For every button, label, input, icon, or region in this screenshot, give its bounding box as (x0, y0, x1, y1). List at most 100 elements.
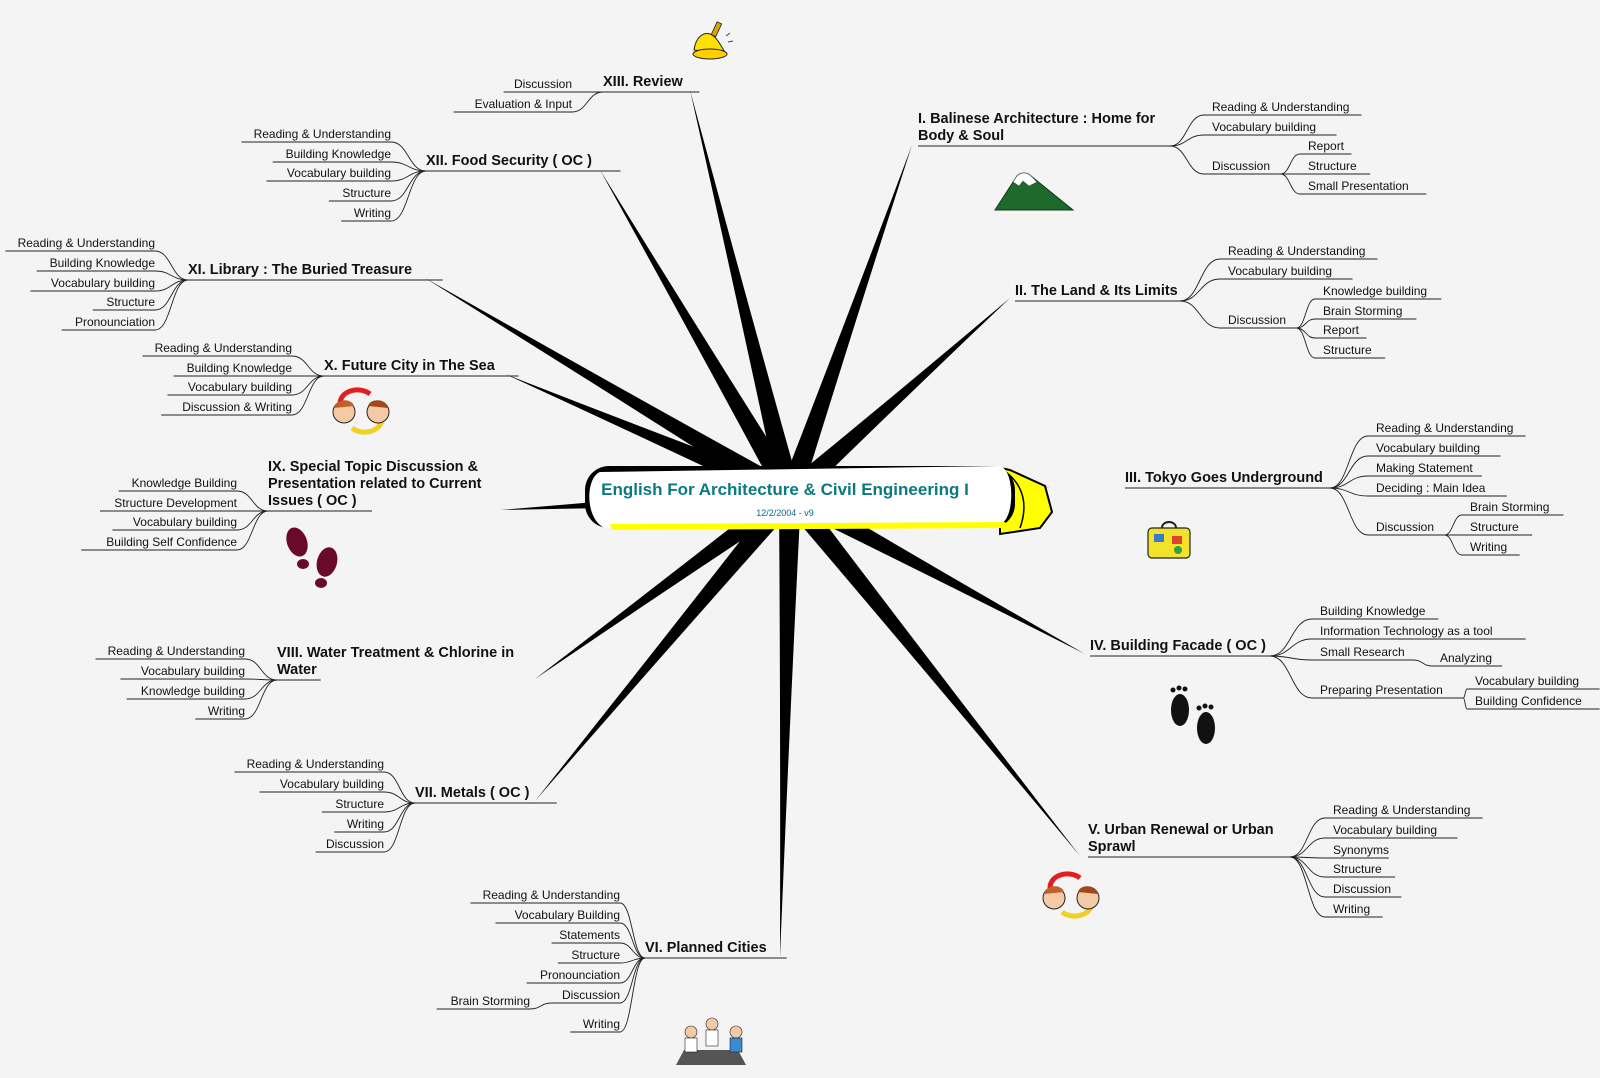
topic-4[interactable]: IV. Building Facade ( OC ) (1090, 638, 1266, 655)
central-topic-title: English For Architecture & Civil Enginee… (580, 480, 990, 500)
topic-3-item[interactable]: Discussion (1376, 520, 1434, 534)
topic-9-item[interactable]: Vocabulary building (133, 515, 237, 529)
topic-4-item[interactable]: Building Knowledge (1320, 604, 1425, 618)
topic-2-item[interactable]: Discussion (1228, 313, 1286, 327)
topic-3-item[interactable]: Making Statement (1376, 461, 1473, 475)
topic-12-item[interactable]: Reading & Understanding (254, 127, 391, 141)
topic-1-item[interactable]: Vocabulary building (1212, 120, 1316, 134)
topic-7-item[interactable]: Reading & Understanding (247, 757, 384, 771)
shoe-prints-icon (282, 524, 340, 588)
people-exchange-icon (1043, 874, 1099, 916)
topic-12-item[interactable]: Writing (354, 206, 391, 220)
topic-7-item[interactable]: Vocabulary building (280, 777, 384, 791)
topic-1[interactable]: I. Balinese Architecture : Home for Body… (918, 111, 1155, 145)
topic-8-item[interactable]: Knowledge building (141, 684, 245, 698)
child-line (120, 679, 277, 680)
topic-11-item[interactable]: Vocabulary building (51, 276, 155, 290)
topic-9-item[interactable]: Structure Development (114, 496, 237, 510)
topic-6-item[interactable]: Discussion (562, 988, 620, 1002)
topic-10-item[interactable]: Vocabulary building (188, 380, 292, 394)
topic-8[interactable]: VIII. Water Treatment & Chlorine in Wate… (277, 645, 514, 679)
topic-11-item[interactable]: Pronounciation (75, 315, 155, 329)
topic-1-sub-item[interactable]: Structure (1308, 159, 1357, 173)
topic-5-item[interactable]: Structure (1333, 862, 1382, 876)
topic-8-item[interactable]: Writing (208, 704, 245, 718)
central-topic[interactable]: English For Architecture & Civil Enginee… (580, 468, 990, 524)
central-topic-date: 12/2/2004 - v9 (580, 508, 990, 518)
topic-2-sub-item[interactable]: Knowledge building (1323, 284, 1427, 298)
topic-13[interactable]: XIII. Review (603, 74, 683, 91)
child-line (1290, 857, 1389, 858)
topic-3-sub-item[interactable]: Brain Storming (1470, 500, 1549, 514)
topic-7-item[interactable]: Structure (335, 797, 384, 811)
topic-7[interactable]: VII. Metals ( OC ) (415, 785, 529, 802)
topic-3-item[interactable]: Deciding : Main Idea (1376, 481, 1485, 495)
topic-1-item[interactable]: Reading & Understanding (1212, 100, 1349, 114)
topic-5-item[interactable]: Writing (1333, 902, 1370, 916)
branch-7 (535, 488, 798, 801)
suitcase-icon (1148, 522, 1190, 558)
topic-1-sub-item[interactable]: Small Presentation (1308, 179, 1409, 193)
topic-3-sub-item[interactable]: Structure (1470, 520, 1519, 534)
topic-12-item[interactable]: Vocabulary building (287, 166, 391, 180)
topic-4-item[interactable]: Small Research (1320, 645, 1405, 659)
topic-2-sub-item[interactable]: Brain Storming (1323, 304, 1402, 318)
topic-11-item[interactable]: Reading & Understanding (18, 236, 155, 250)
topic-6-item[interactable]: Reading & Understanding (483, 888, 620, 902)
topic-13-item[interactable]: Evaluation & Input (475, 97, 572, 111)
topic-8-item[interactable]: Vocabulary building (141, 664, 245, 678)
topic-3-sub-item[interactable]: Writing (1470, 540, 1507, 554)
meeting-icon (676, 1018, 746, 1065)
topic-6-item[interactable]: Vocabulary Building (515, 908, 620, 922)
topic-8-item[interactable]: Reading & Understanding (108, 644, 245, 658)
topic-3-item[interactable]: Reading & Understanding (1376, 421, 1513, 435)
topic-10-item[interactable]: Reading & Understanding (155, 341, 292, 355)
bell-icon (693, 22, 733, 59)
mountain-icon (995, 173, 1073, 210)
topic-5-item[interactable]: Synonyms (1333, 843, 1389, 857)
topic-1-item[interactable]: Discussion (1212, 159, 1270, 173)
topic-2[interactable]: II. The Land & Its Limits (1015, 283, 1178, 300)
topic-10-item[interactable]: Discussion & Writing (182, 400, 292, 414)
topic-6-sub-item[interactable]: Brain Storming (451, 994, 530, 1008)
topic-6-item[interactable]: Pronounciation (540, 968, 620, 982)
topic-11-item[interactable]: Structure (106, 295, 155, 309)
topic-12-item[interactable]: Structure (342, 186, 391, 200)
topic-2-sub-item[interactable]: Report (1323, 323, 1359, 337)
topic-5[interactable]: V. Urban Renewal or Urban Sprawl (1088, 822, 1274, 856)
topic-5-item[interactable]: Vocabulary building (1333, 823, 1437, 837)
topic-4-sub-item[interactable]: Vocabulary building (1475, 674, 1579, 688)
topic-7-item[interactable]: Writing (347, 817, 384, 831)
topic-3[interactable]: III. Tokyo Goes Underground (1125, 470, 1323, 487)
topic-2-item[interactable]: Vocabulary building (1228, 264, 1332, 278)
topic-9-item[interactable]: Knowledge Building (132, 476, 237, 490)
branch-5 (781, 488, 1080, 856)
topic-13-item[interactable]: Discussion (514, 77, 572, 91)
topic-1-sub-item[interactable]: Report (1308, 139, 1344, 153)
topic-2-sub-item[interactable]: Structure (1323, 343, 1372, 357)
topic-6[interactable]: VI. Planned Cities (645, 940, 767, 957)
topic-6-item[interactable]: Structure (571, 948, 620, 962)
topic-7-item[interactable]: Discussion (326, 837, 384, 851)
topic-4-item[interactable]: Information Technology as a tool (1320, 624, 1493, 638)
topic-3-item[interactable]: Vocabulary building (1376, 441, 1480, 455)
footprints-icon (1171, 686, 1216, 745)
topic-2-item[interactable]: Reading & Understanding (1228, 244, 1365, 258)
topic-12-item[interactable]: Building Knowledge (286, 147, 391, 161)
topic-11[interactable]: XI. Library : The Buried Treasure (188, 262, 412, 279)
topic-5-item[interactable]: Reading & Understanding (1333, 803, 1470, 817)
topic-4-sub-item[interactable]: Analyzing (1440, 651, 1492, 665)
topic-9-item[interactable]: Building Self Confidence (106, 535, 237, 549)
branch-6 (779, 495, 801, 957)
topic-5-item[interactable]: Discussion (1333, 882, 1391, 896)
topic-6-item[interactable]: Writing (583, 1017, 620, 1031)
topic-4-sub-item[interactable]: Building Confidence (1475, 694, 1582, 708)
topic-6-item[interactable]: Statements (559, 928, 620, 942)
topic-10[interactable]: X. Future City in The Sea (324, 358, 495, 375)
topic-10-item[interactable]: Building Knowledge (187, 361, 292, 375)
topic-12[interactable]: XII. Food Security ( OC ) (426, 153, 592, 170)
topic-9[interactable]: IX. Special Topic Discussion & Presentat… (268, 459, 482, 510)
topic-4-item[interactable]: Preparing Presentation (1320, 683, 1443, 697)
topic-11-item[interactable]: Building Knowledge (50, 256, 155, 270)
